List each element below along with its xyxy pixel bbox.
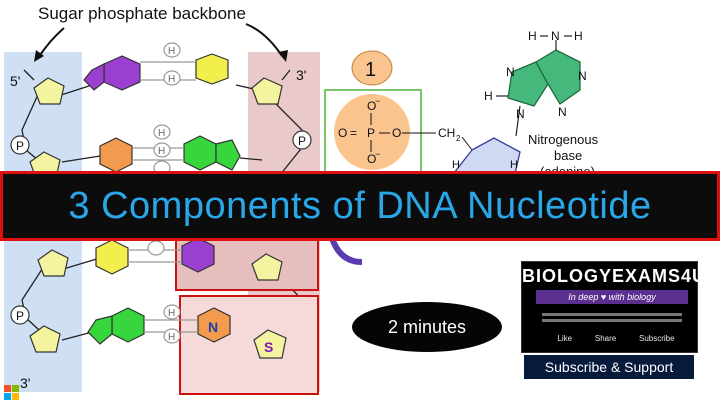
adenine-n3: N [558, 105, 567, 119]
subscribe-support-label: Subscribe & Support [544, 359, 674, 375]
phosphate-group-text: O − O = P O O − CH 2 [338, 96, 461, 166]
windows-logo-icon [4, 385, 19, 400]
hydrogen-bonds-row-4 [144, 304, 198, 344]
base-green-pent-2 [215, 139, 241, 171]
base-yellow-hex-1 [195, 53, 229, 85]
phosphate-circle-left-bottom [10, 305, 30, 325]
adenine-atoms: H N H N N H N N [484, 29, 587, 121]
channel-share-link[interactable]: Share [594, 334, 617, 343]
hydrogen-letter-3: H [158, 128, 165, 139]
sugar-pentagon-1 [33, 77, 65, 105]
label-3-prime-top-right: 3' [296, 67, 306, 83]
base-green-pent-4 [87, 315, 113, 345]
sugar-pentagon-2 [251, 77, 283, 105]
adenine-imidazole-ring [507, 61, 549, 107]
base-label: base [554, 148, 582, 163]
phosphate-oxygen-bottom: O [367, 152, 376, 166]
sugar-hydrogen-right: H [510, 159, 518, 171]
channel-like-link[interactable]: Like [557, 334, 573, 343]
channel-text-bars [542, 310, 682, 325]
phosphate-minus-bottom: − [375, 149, 380, 159]
sugar-hydrogen-left: H [452, 159, 460, 171]
base-orange-hex-4 [197, 307, 231, 343]
phosphate-circle-left-top [10, 135, 30, 155]
duration-badge: 2 minutes [352, 302, 502, 352]
phosphate-bond-eq: = [350, 126, 357, 140]
sugar-pentagon-6 [29, 325, 61, 353]
label-5-prime-top-left: 5' [10, 73, 20, 89]
base-green-hex-2 [183, 135, 217, 171]
adenine-amine-n: N [551, 29, 560, 43]
sugar-pentagon-8 [253, 329, 287, 359]
hydrogen-letter-4: H [158, 146, 165, 157]
hydrogen-letter-2: H [168, 74, 175, 85]
adenine-n1: N [578, 69, 587, 83]
phosphate-letter-3: P [16, 309, 24, 323]
base-purple-pent-1 [83, 63, 105, 91]
subscribe-support-button[interactable]: Subscribe & Support [524, 355, 694, 379]
phosphate-p: P [367, 126, 375, 140]
phosphate-group-bonds [370, 113, 473, 152]
hydrogen-letter-6: H [168, 332, 175, 343]
phosphate-minus-top: − [375, 96, 380, 106]
sugar-pentagon-4 [37, 249, 69, 277]
sugar-letter-s: S [264, 339, 273, 355]
base-letter-n: N [208, 319, 218, 335]
phosphate-oxygen-right: O [392, 126, 401, 140]
backbone-title-label: Sugar phosphate backbone [38, 4, 246, 23]
phosphate-circle-right-top [292, 130, 312, 150]
phosphate-oxygen-top: O [367, 99, 376, 113]
component-number: 1 [365, 59, 376, 81]
label-3-prime-bottom-left: 3' [20, 375, 30, 391]
hydrogen-letter-1: H [168, 46, 175, 57]
adenine-h8: H [484, 89, 493, 103]
adenine-amine-h-right: H [574, 29, 583, 43]
hydrogen-letter-5: H [168, 308, 175, 319]
hydrogen-bonds-row-1 [140, 42, 196, 86]
adenine-bonds [496, 35, 572, 137]
title-banner: 3 Components of DNA Nucleotide [0, 171, 720, 241]
phosphate-oxygen-left: O [338, 126, 347, 140]
base-orange-hex-2 [99, 137, 133, 173]
phosphate-ch2-sub: 2 [456, 134, 461, 143]
channel-tagline: In deep ♥ with biology [536, 290, 688, 304]
phosphate-ch2: CH [438, 126, 455, 140]
phosphate-letter-2: P [298, 134, 306, 148]
phosphate-group-circle [334, 94, 410, 170]
nucleotide-highlight-box-bottom [179, 295, 319, 395]
base-yellow-hex-3 [95, 239, 129, 275]
channel-logo[interactable]: BIOLOGYEXAMS4U In deep ♥ with biology Li… [521, 261, 707, 353]
adenine-n7: N [506, 65, 515, 79]
channel-brand: BIOLOGYEXAMS4U [522, 266, 707, 286]
arrow-head-left [34, 50, 44, 62]
base-purple-hex-1 [103, 55, 141, 91]
base-purple-hex-3 [181, 237, 215, 273]
nitrogenous-label: Nitrogenous [528, 132, 599, 147]
sugar-arc-fragment [329, 236, 363, 265]
channel-links: Like Share Subscribe [546, 334, 686, 343]
channel-subscribe-link[interactable]: Subscribe [639, 334, 675, 343]
hydrogen-bonds-row-3 [128, 240, 182, 263]
arrow-head-right [278, 50, 288, 62]
duration-label: 2 minutes [387, 316, 467, 337]
component-number-bubble [351, 50, 393, 86]
sugar-pentagon-7 [251, 253, 283, 281]
adenine-n9: N [516, 107, 525, 121]
phosphate-letter-1: P [16, 139, 24, 153]
adenine-amine-h-left: H [528, 29, 537, 43]
banner-title: 3 Components of DNA Nucleotide [68, 184, 652, 227]
base-green-hex-4 [111, 307, 145, 343]
